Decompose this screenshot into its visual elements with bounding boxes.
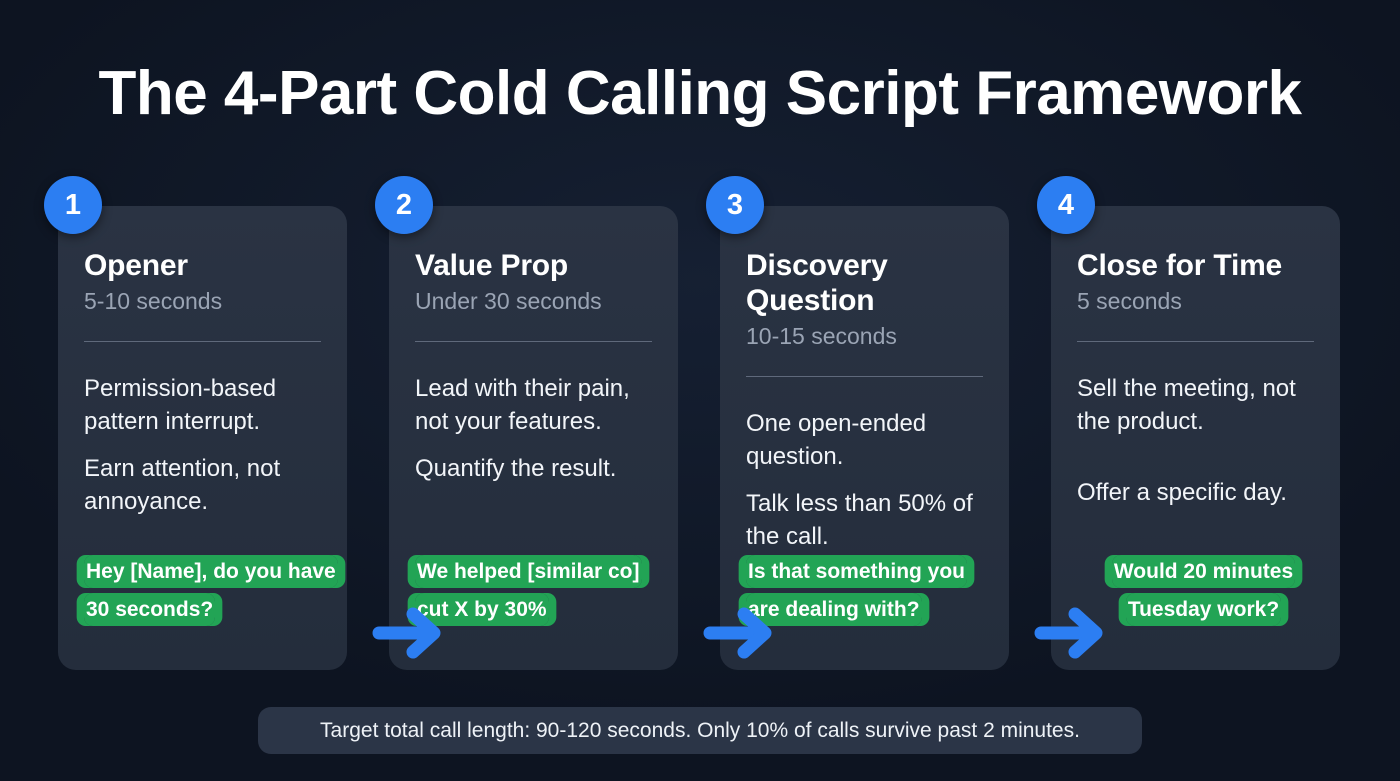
step-quote-wrap-1: Hey [Name], do you have 30 seconds? [84, 553, 338, 628]
step-body-3: One open-ended question. Talk less than … [746, 407, 983, 553]
arrow-right-icon [701, 602, 779, 664]
step-quote-wrap-4: Would 20 minutes Tuesday work? [1077, 553, 1330, 628]
step-duration-2: Under 30 seconds [415, 288, 602, 315]
step-body-4: Sell the meeting, not the product. Offer… [1077, 372, 1314, 509]
step-body-line: Lead with their pain, not your features. [415, 374, 630, 436]
step-body-line: Sell the meeting, not the product. [1077, 374, 1296, 436]
arrow-right-icon [1032, 602, 1110, 664]
step-quote-2: We helped [similar co] cut X by 30% [415, 555, 642, 626]
step-card-1[interactable]: 1 Opener 5-10 seconds Permission-based p… [44, 176, 347, 670]
step-body-line: One open-ended question. [746, 410, 927, 471]
step-title-2: Value Prop [415, 249, 569, 282]
footer-callout: Target total call length: 90-120 seconds… [258, 707, 1142, 754]
step-duration-3: 10-15 seconds [746, 323, 897, 350]
step-title-4: Close for Time [1077, 249, 1283, 282]
card-divider-3 [746, 376, 983, 378]
step-body-line: Quantify the result. [415, 455, 617, 483]
footer-text: Target total call length: 90-120 seconds… [320, 718, 1080, 742]
step-quote-3: Is that something you are dealing with? [746, 555, 968, 626]
step-quote-wrap-3: Is that something you are dealing with? [746, 553, 999, 628]
step-number-badge-3: 3 [706, 176, 764, 234]
step-body-line: Offer a specific day. [1077, 479, 1287, 507]
step-quote-wrap-2: We helped [similar co] cut X by 30% [415, 553, 668, 628]
step-title-1: Opener [84, 249, 188, 282]
step-number-badge-2: 2 [375, 176, 433, 234]
step-quote-1: Hey [Name], do you have 30 seconds? [84, 555, 338, 626]
step-number-badge-4: 4 [1037, 176, 1095, 234]
card-divider-1 [84, 340, 321, 342]
steps-container: 1 Opener 5-10 seconds Permission-based p… [44, 176, 1342, 672]
step-card-3[interactable]: 3 Discovery Question 10-15 seconds One o… [706, 176, 1009, 670]
arrow-right-icon [370, 602, 448, 664]
step-body-line: Permission-based pattern interrupt. [84, 374, 277, 436]
card-divider-4 [1077, 340, 1314, 342]
page-title: The 4-Part Cold Calling Script Framework [98, 59, 1302, 128]
step-title-3: Discovery Question [746, 249, 888, 318]
step-quote-4: Would 20 minutes Tuesday work? [1111, 555, 1296, 626]
step-number-badge-1: 1 [44, 176, 102, 234]
card-divider-2 [415, 340, 652, 342]
step-duration-1: 5-10 seconds [84, 288, 223, 315]
step-card-2[interactable]: 2 Value Prop Under 30 seconds Lead with … [375, 176, 678, 670]
step-body-2: Lead with their pain, not your features.… [415, 372, 652, 485]
step-card-4[interactable]: 4 Close for Time 5 seconds Sell the meet… [1037, 176, 1340, 670]
step-body-line: Earn attention, not annoyance. [84, 455, 281, 516]
step-body-line: Talk less than 50% of the call. [746, 490, 973, 551]
step-body-1: Permission-based pattern interrupt. Earn… [84, 372, 321, 518]
step-duration-4: 5 seconds [1077, 288, 1182, 315]
